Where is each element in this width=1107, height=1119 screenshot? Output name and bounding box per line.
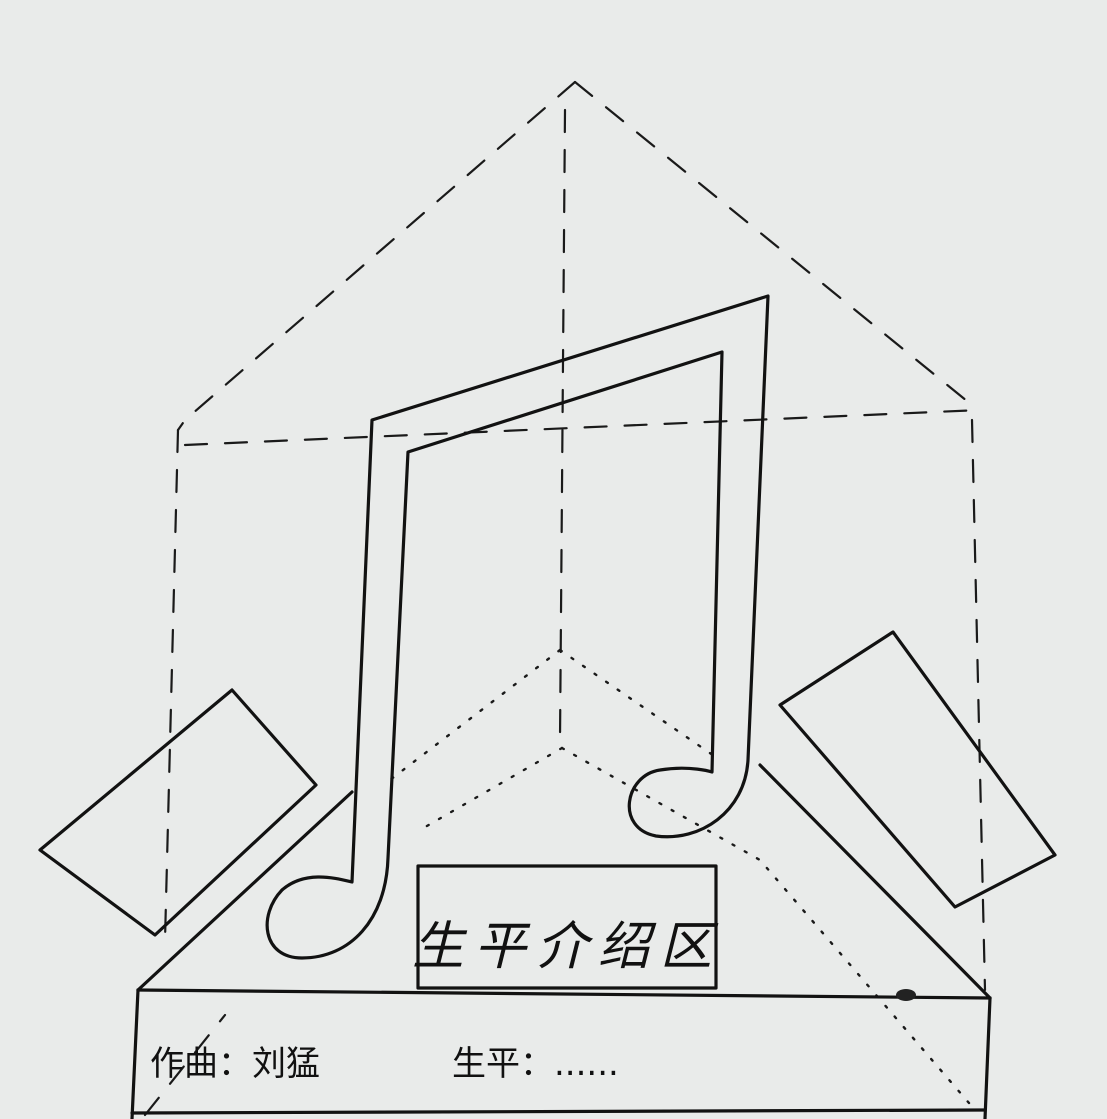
music-note-icon [265,294,770,960]
composer-label: 作曲： [150,1044,252,1084]
ink-dot [896,989,916,1001]
right-tilted-panel [778,630,1057,909]
base-block [130,763,992,1119]
intro-sign-board [416,864,718,990]
bio-line: 生平：...... [452,1036,619,1085]
composer-name: 刘猛 [252,1044,320,1084]
dashed-enclosure [143,80,987,1117]
intro-sign-text: 生平介绍区 [412,916,723,977]
composer-credit: 作曲：刘猛 [150,1036,320,1085]
left-tilted-panel [38,688,318,937]
bio-value: ...... [554,1044,619,1084]
bio-label: 生平： [452,1044,554,1084]
dotted-base-lines [388,648,977,1112]
